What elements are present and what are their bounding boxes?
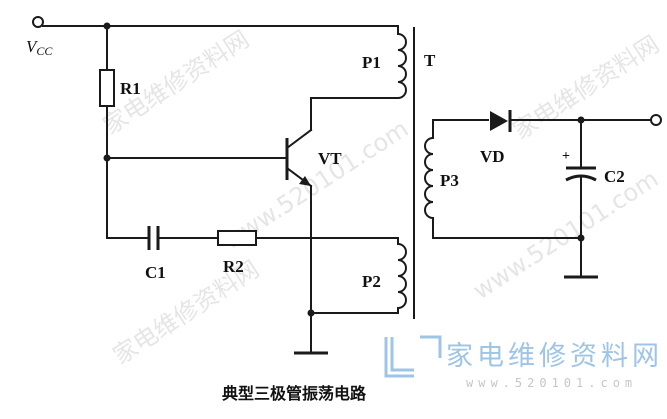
r1-label: R1 bbox=[120, 79, 141, 98]
p3-label: P3 bbox=[440, 171, 459, 190]
r2-resistor bbox=[217, 230, 257, 246]
vt-label: VT bbox=[318, 149, 342, 168]
brand-url: www.520101.com bbox=[466, 376, 637, 390]
brand-logo: 家电维修资料网 www.520101.com bbox=[384, 335, 663, 390]
transistor-vt bbox=[285, 128, 313, 188]
background-watermarks: 家电维修资料网 www.520101.com 家电维修资料网 家电维修资料网 w… bbox=[98, 25, 664, 370]
c2-polarity: + bbox=[562, 149, 570, 164]
diagram-caption: 典型三极管振荡电路 bbox=[222, 384, 367, 403]
brand-text: 家电维修资料网 bbox=[446, 341, 663, 372]
r2-label: R2 bbox=[223, 257, 244, 276]
vcc-label: VCC bbox=[26, 37, 53, 58]
c1-label: C1 bbox=[145, 263, 166, 282]
junction-dot bbox=[577, 234, 585, 242]
t-label: T bbox=[424, 51, 436, 70]
output-terminal bbox=[650, 114, 662, 126]
watermark-text: 家电维修资料网 bbox=[508, 30, 664, 145]
r1-resistor bbox=[99, 69, 115, 107]
p1-label: P1 bbox=[362, 53, 381, 72]
vd-label: VD bbox=[480, 147, 505, 166]
watermark-url: www.520101.com bbox=[468, 165, 663, 305]
p2-coil bbox=[396, 242, 407, 310]
p1-coil bbox=[396, 32, 407, 100]
p2-label: P2 bbox=[362, 272, 381, 291]
vcc-terminal bbox=[32, 16, 44, 28]
diode-vd bbox=[490, 110, 512, 132]
brand-mark-icon bbox=[384, 337, 414, 378]
brand-mark-icon bbox=[420, 335, 442, 358]
c2-label: C2 bbox=[604, 167, 625, 186]
c2-plate-curved bbox=[565, 174, 597, 182]
p3-coil bbox=[424, 136, 435, 220]
